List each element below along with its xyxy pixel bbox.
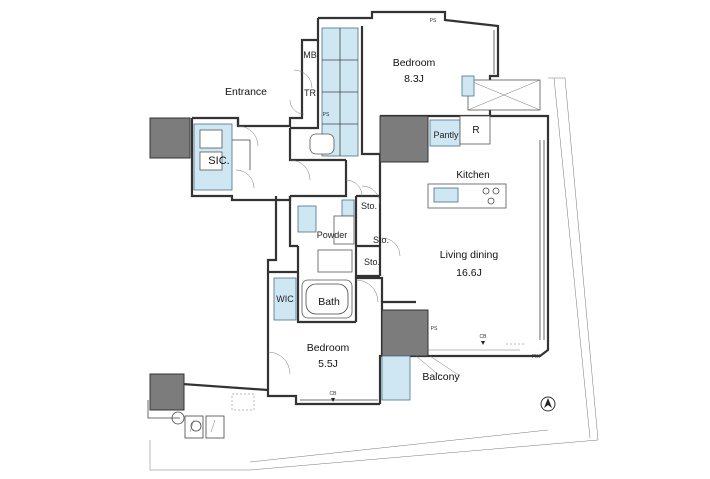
cb-mark-bedroom: CB	[330, 391, 338, 397]
room-label-bedroom-main: Bedroom	[393, 57, 436, 69]
room-label-living-dining: Living dining	[440, 249, 499, 261]
room-size-bedroom-main: 8.3J	[404, 73, 424, 85]
column-kitchen	[379, 115, 429, 163]
sto-cabinet	[341, 199, 355, 217]
room-label-powder: Powder	[317, 230, 348, 240]
room-label-tr: TR	[304, 88, 316, 98]
column-sic	[149, 117, 191, 159]
north-compass-icon	[540, 396, 556, 412]
room-label-sto-3: Sto.	[364, 257, 380, 267]
bathtub	[301, 279, 353, 319]
room-size-living-dining: 16.6J	[456, 267, 482, 279]
room-label-bedroom-second: Bedroom	[307, 342, 350, 354]
column-bedroom2	[381, 309, 429, 357]
cb-mark-living: CB	[480, 334, 488, 340]
powder-sink	[297, 205, 317, 233]
ps-mark-top: PS	[430, 18, 437, 24]
kitchen-counters	[427, 115, 507, 209]
bath-fixtures	[301, 133, 355, 319]
bedroom2-closet	[381, 355, 411, 401]
room-label-pantry: Pantly	[433, 130, 459, 140]
ps-mark-lower: PS	[431, 326, 438, 332]
room-label-entrance: Entrance	[225, 86, 267, 98]
room-label-refrigerator: R	[472, 125, 479, 136]
room-label-kitchen: Kitchen	[456, 170, 489, 181]
room-size-bedroom-second: 5.5J	[318, 358, 338, 370]
windows	[300, 30, 545, 401]
room-label-mb: MB	[303, 50, 317, 60]
room-label-sto-2: Sto.	[373, 235, 389, 245]
column-exterior	[149, 373, 185, 411]
toilet	[309, 133, 335, 155]
parking-bays	[184, 415, 225, 439]
structural-columns	[149, 115, 429, 411]
ps-mark-mid: PS	[323, 112, 330, 118]
interior-walls	[232, 26, 490, 324]
doors	[231, 69, 526, 411]
site-boundary	[147, 77, 599, 471]
room-label-balcony: Balcony	[422, 371, 460, 383]
cb-markers	[331, 341, 485, 402]
room-label-sto-1: Sto.	[361, 201, 377, 211]
pantry-storage	[429, 119, 461, 147]
wic-storage	[273, 277, 297, 321]
room-label-sic: SIC.	[208, 155, 229, 167]
room-label-bath: Bath	[318, 296, 340, 308]
fix-mark: FIX	[532, 354, 540, 360]
room-label-wic: WIC	[276, 294, 294, 304]
storage-areas	[193, 27, 541, 401]
